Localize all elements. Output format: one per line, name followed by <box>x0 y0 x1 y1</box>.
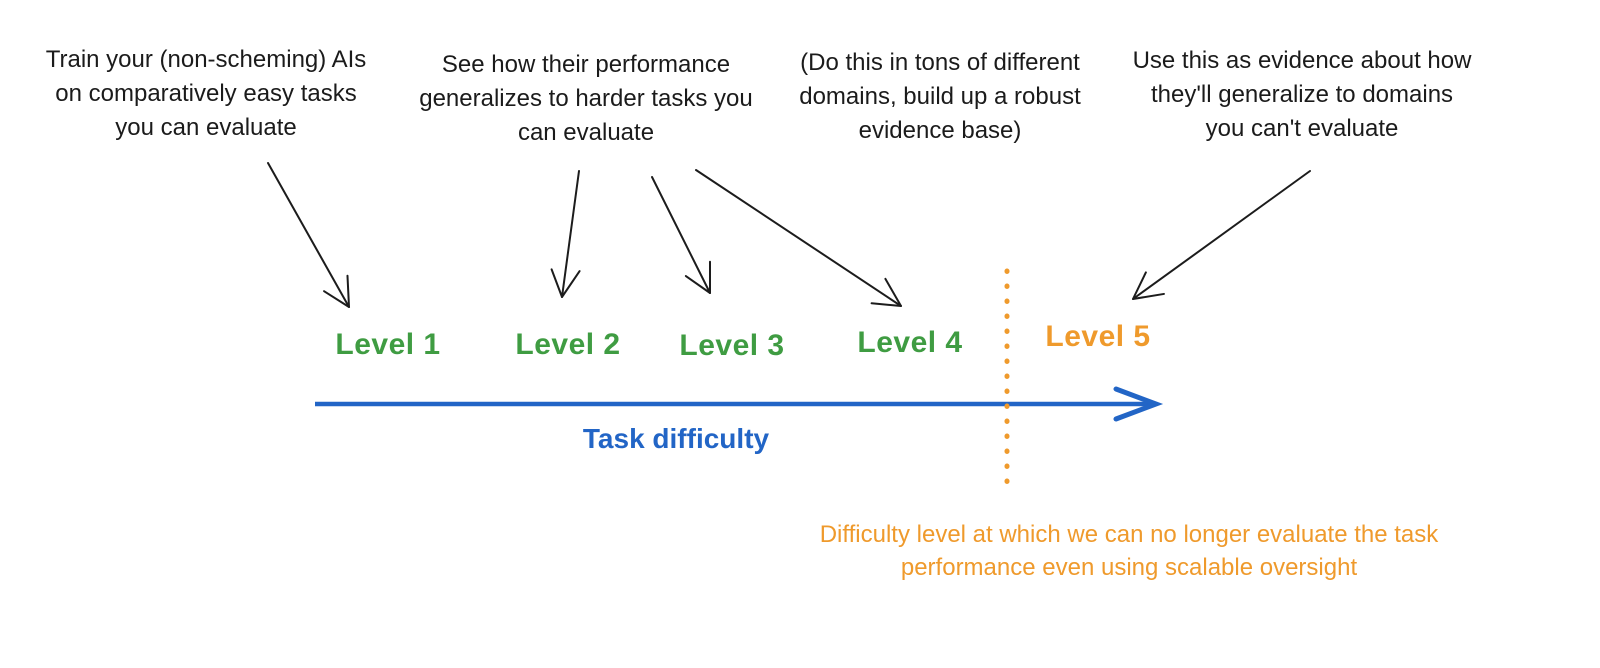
annotation-many-domains: (Do this in tons of different domains, b… <box>787 46 1093 148</box>
annotation-line: (Do this in tons of different <box>800 49 1080 76</box>
arrow-performance-to-level2 <box>550 170 581 298</box>
level-4-label: Level 4 <box>857 326 963 359</box>
annotation-line: evidence base) <box>858 117 1022 144</box>
annotation-line: Use this as evidence about how <box>1132 47 1472 74</box>
level-1-label: Level 1 <box>335 328 441 361</box>
annotation-train-easy-tasks: Train your (non-scheming) AIs on compara… <box>25 43 387 145</box>
annotation-line: See how their performance <box>441 51 731 78</box>
annotation-line: Train your (non-scheming) AIs <box>45 46 367 73</box>
task-difficulty-axis-label: Task difficulty <box>582 423 770 454</box>
annotation-line: on comparatively easy tasks <box>55 80 357 107</box>
level-2-label: Level 2 <box>515 328 621 361</box>
annotation-evidence-unevaluable-domains: Use this as evidence about how they'll g… <box>1120 44 1484 146</box>
evaluability-cutoff-caption: Difficulty level at which we can no long… <box>779 518 1479 584</box>
caption-line: performance even using scalable oversigh… <box>900 554 1358 581</box>
arrow-evidence-to-level5 <box>1132 170 1311 300</box>
level-3-label: Level 3 <box>679 329 785 362</box>
level-5-label: Level 5 <box>1045 320 1151 353</box>
arrow-performance-to-level3 <box>651 176 711 294</box>
annotation-line: can evaluate <box>517 119 655 146</box>
arrow-train-to-level1 <box>267 162 350 308</box>
annotation-line: domains, build up a robust <box>799 83 1081 110</box>
annotation-line: you can't evaluate <box>1205 115 1399 142</box>
caption-line: Difficulty level at which we can no long… <box>819 521 1439 548</box>
arrow-performance-to-level4 <box>695 169 902 307</box>
annotation-generalize-harder-tasks: See how their performance generalizes to… <box>406 48 766 150</box>
annotation-line: you can evaluate <box>115 114 297 141</box>
annotation-line: generalizes to harder tasks you <box>419 85 753 112</box>
annotation-line: they'll generalize to domains <box>1150 81 1454 108</box>
